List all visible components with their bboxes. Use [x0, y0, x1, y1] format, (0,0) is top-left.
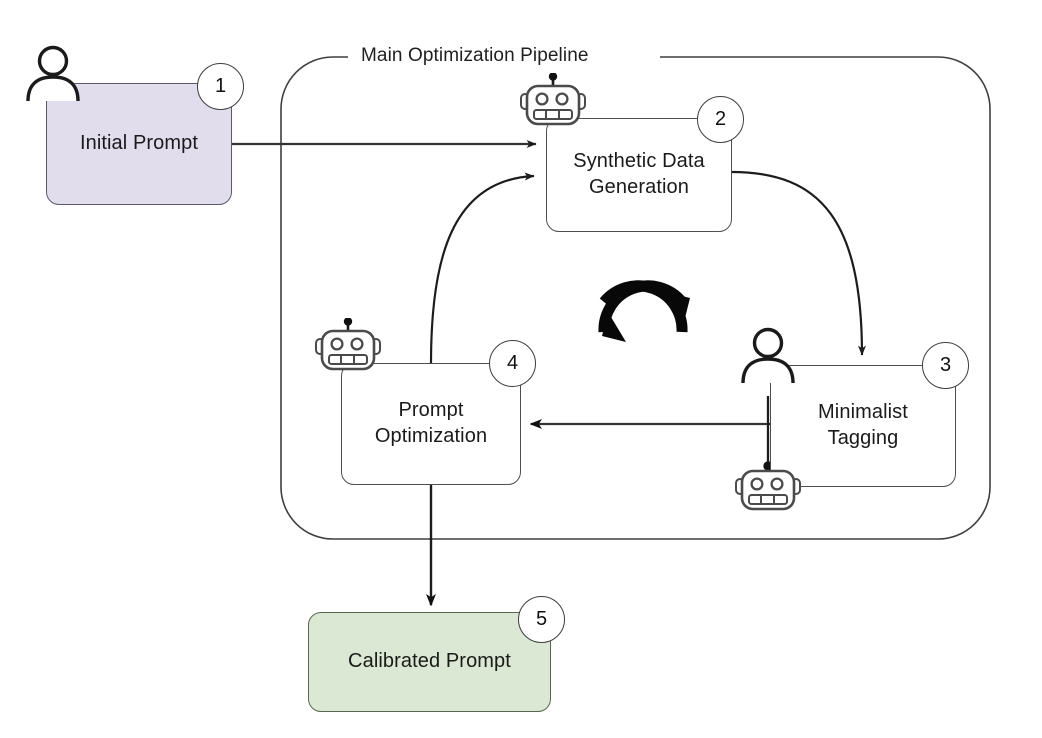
badge-initial-prompt: 1	[197, 63, 244, 110]
badge-calibrated-prompt-value: 5	[535, 608, 548, 630]
refresh-loop-icon	[586, 262, 706, 385]
node-initial-prompt[interactable]: Initial Prompt	[46, 83, 232, 205]
robot-icon	[731, 464, 805, 514]
node-initial-prompt-label: Initial Prompt	[79, 132, 199, 155]
node-prompt-optimization[interactable]: Prompt Optimization	[341, 363, 521, 485]
node-calibrated-prompt[interactable]: Calibrated Prompt	[308, 612, 551, 712]
badge-initial-prompt-value: 1	[214, 75, 227, 97]
node-minimalist-tagging-label: Minimalist Tagging	[818, 401, 908, 449]
badge-prompt-optimization-value: 4	[506, 352, 519, 374]
person-icon	[737, 327, 799, 384]
edge-optimization-to-sdg	[429, 172, 535, 364]
robot-icon	[516, 72, 590, 129]
badge-calibrated-prompt: 5	[518, 596, 565, 643]
node-synthetic-data-generation[interactable]: Synthetic Data Generation	[546, 118, 732, 232]
robot-icon	[311, 317, 385, 374]
badge-prompt-optimization: 4	[489, 340, 536, 387]
badge-synthetic-data-generation: 2	[697, 96, 744, 143]
pipeline-title: Main Optimization Pipeline	[352, 45, 598, 67]
node-minimalist-tagging[interactable]: Minimalist Tagging	[770, 365, 956, 487]
edge-sdg-to-tagging	[731, 170, 866, 356]
node-prompt-optimization-label: Prompt Optimization	[374, 399, 488, 447]
node-synthetic-data-generation-label: Synthetic Data Generation	[573, 150, 705, 198]
badge-synthetic-data-generation-value: 2	[714, 108, 727, 130]
node-calibrated-prompt-label: Calibrated Prompt	[348, 650, 511, 673]
badge-minimalist-tagging: 3	[922, 342, 969, 389]
badge-minimalist-tagging-value: 3	[939, 354, 952, 376]
person-icon	[22, 45, 84, 102]
